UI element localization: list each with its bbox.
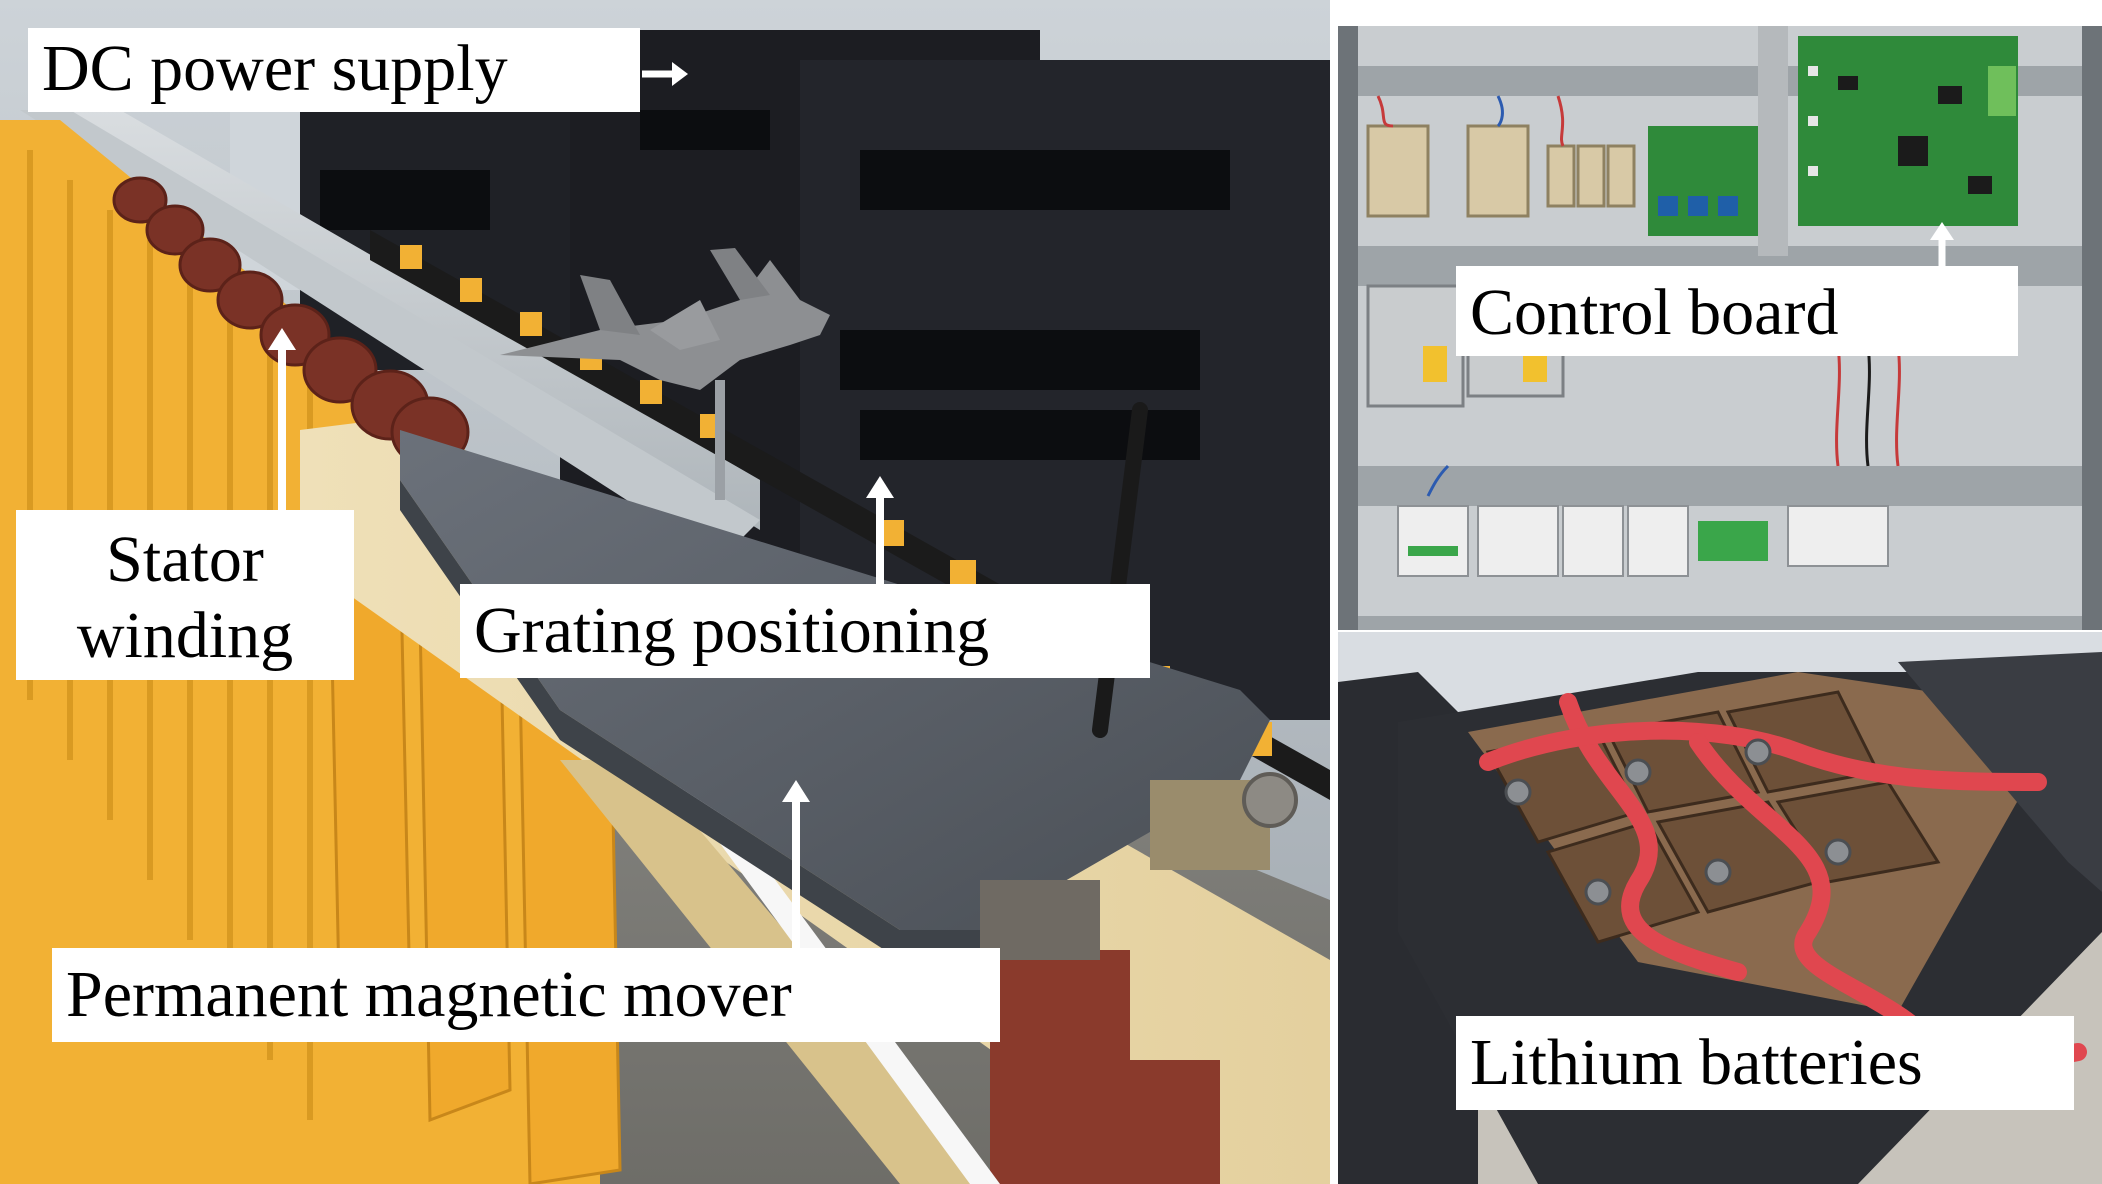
lithium-batteries-label: Lithium batteries bbox=[1456, 1016, 2074, 1110]
stator-winding-line-1: Stator bbox=[106, 523, 264, 596]
dc-power-supply-label: DC power supply bbox=[28, 28, 640, 112]
permanent-magnetic-mover-label: Permanent magnetic mover bbox=[52, 948, 1000, 1042]
model-airplane bbox=[500, 248, 830, 500]
mover-body bbox=[400, 430, 1270, 930]
stator-winding-label: Stator winding bbox=[16, 510, 354, 680]
control-board-label: Control board bbox=[1456, 266, 2018, 356]
grating-positioning-label: Grating positioning bbox=[460, 584, 1150, 678]
control-board-pcb bbox=[1798, 36, 2018, 226]
stator-winding-arrow bbox=[268, 328, 296, 510]
grating-positioning-arrow bbox=[866, 476, 894, 586]
permanent-magnetic-mover-arrow bbox=[782, 780, 810, 950]
stator-winding-line-2: winding bbox=[76, 599, 294, 672]
dc-power-supply-arrow bbox=[642, 62, 688, 86]
control-board-arrow bbox=[1930, 222, 1954, 268]
